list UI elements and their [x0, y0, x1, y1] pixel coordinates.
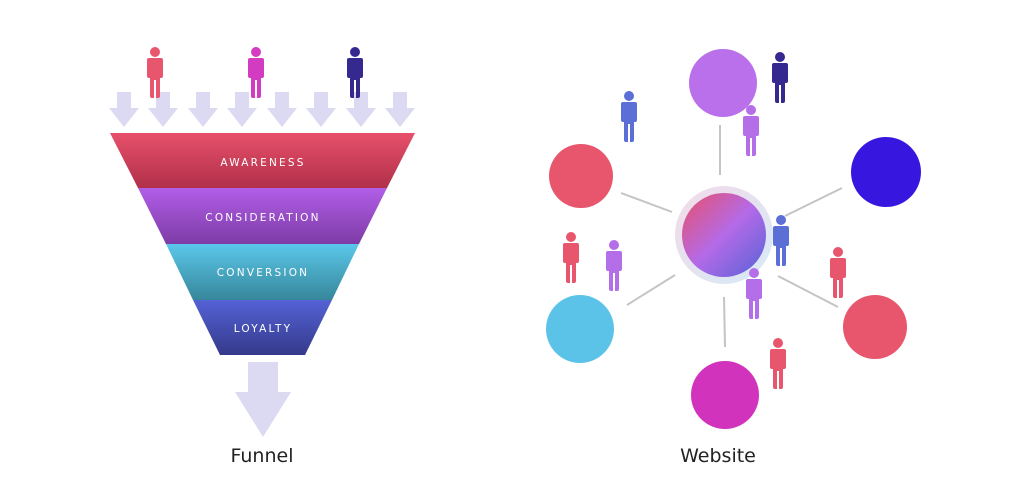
person-icon: [773, 215, 789, 266]
funnel-diagram: AWARENESS CONSIDERATION CONVERSION LOYAL…: [109, 47, 415, 467]
entry-arrows: [109, 92, 415, 127]
node-circle: [843, 295, 907, 359]
connector-line: [784, 187, 843, 217]
funnel-caption: Funnel: [231, 445, 294, 467]
person-icon: [248, 47, 264, 98]
person-icon: [830, 247, 846, 298]
stage-label: CONSIDERATION: [205, 212, 320, 224]
connector-line: [626, 274, 676, 306]
down-arrow-icon: [306, 92, 336, 127]
stage-label: AWARENESS: [220, 157, 305, 169]
output-arrow-icon: [235, 362, 291, 437]
node-circle: [549, 144, 613, 208]
person-icon: [621, 91, 637, 142]
node-circle: [691, 361, 759, 429]
person-icon: [743, 105, 759, 156]
website-hub: [682, 193, 766, 277]
down-arrow-icon: [188, 92, 218, 127]
node-circle: [546, 295, 614, 363]
node-circle: [689, 49, 757, 117]
person-icon: [563, 232, 579, 283]
person-icon: [147, 47, 163, 98]
funnel-stage-conversion: [166, 244, 359, 300]
person-icon: [770, 338, 786, 389]
funnel-stage-loyalty: [193, 300, 332, 355]
connector-line: [723, 296, 726, 348]
down-arrow-icon: [267, 92, 297, 127]
website-diagram: Website: [546, 49, 921, 467]
person-icon: [772, 52, 788, 103]
stage-label: LOYALTY: [234, 323, 293, 335]
node-circle: [851, 137, 921, 207]
stage-label: CONVERSION: [217, 267, 309, 279]
down-arrow-icon: [109, 92, 139, 127]
down-arrow-icon: [385, 92, 415, 127]
person-icon: [347, 47, 363, 98]
person-icon: [606, 240, 622, 291]
funnel-stage-consideration: [138, 188, 387, 244]
funnel-stage-awareness: [110, 133, 415, 188]
website-caption: Website: [680, 445, 756, 467]
connector-line: [777, 275, 839, 308]
connector-line: [620, 192, 673, 213]
